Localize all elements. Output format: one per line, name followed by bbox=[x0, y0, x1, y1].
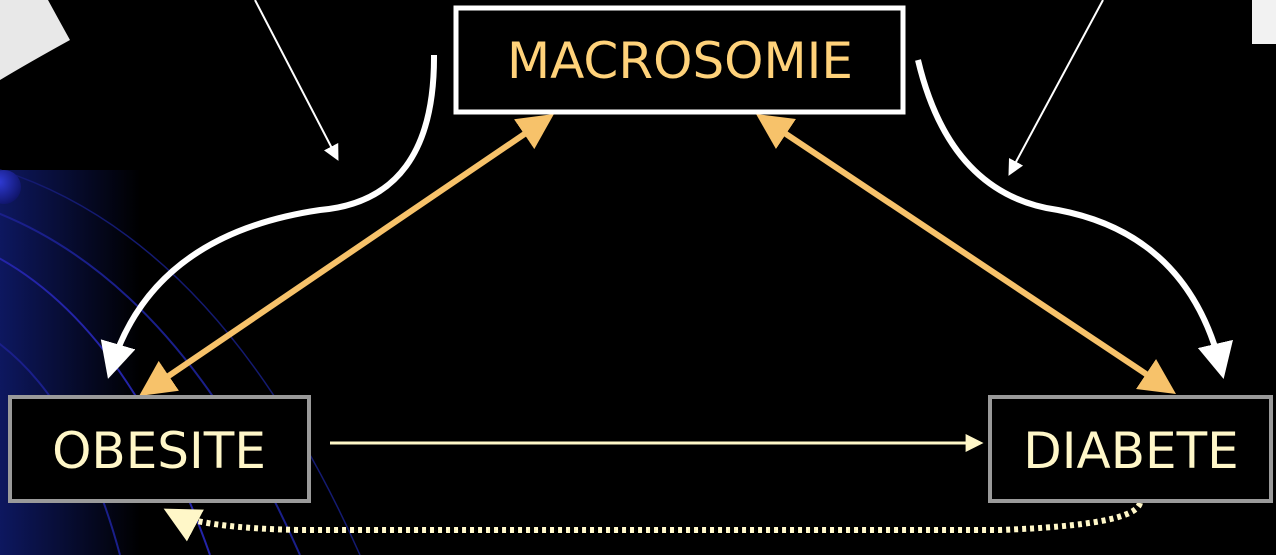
node-obesite-label: OBESITE bbox=[52, 422, 266, 480]
corner-shape-top-left bbox=[0, 0, 70, 80]
curve-arrow-left bbox=[100, 54, 438, 379]
node-diabete: DIABETE bbox=[988, 395, 1273, 503]
pointer-arrow-right bbox=[1008, 0, 1104, 176]
edge-obesite-macrosomie bbox=[139, 113, 554, 397]
planet-dot bbox=[0, 170, 21, 204]
edge-diabete-obesite-dotted bbox=[163, 501, 1143, 542]
node-macrosomie-label: MACROSOMIE bbox=[507, 32, 853, 90]
node-macrosomie-box bbox=[453, 5, 906, 115]
corner-shape-top-right bbox=[1252, 0, 1276, 44]
pointer-arrow-left bbox=[254, 0, 339, 161]
node-diabete-label: DIABETE bbox=[1023, 422, 1238, 480]
node-obesite-box bbox=[8, 395, 311, 503]
node-obesite: OBESITE bbox=[8, 395, 311, 503]
edge-macrosomie-diabete bbox=[756, 114, 1176, 394]
node-macrosomie: MACROSOMIE bbox=[453, 5, 906, 115]
node-diabete-box bbox=[988, 395, 1273, 503]
